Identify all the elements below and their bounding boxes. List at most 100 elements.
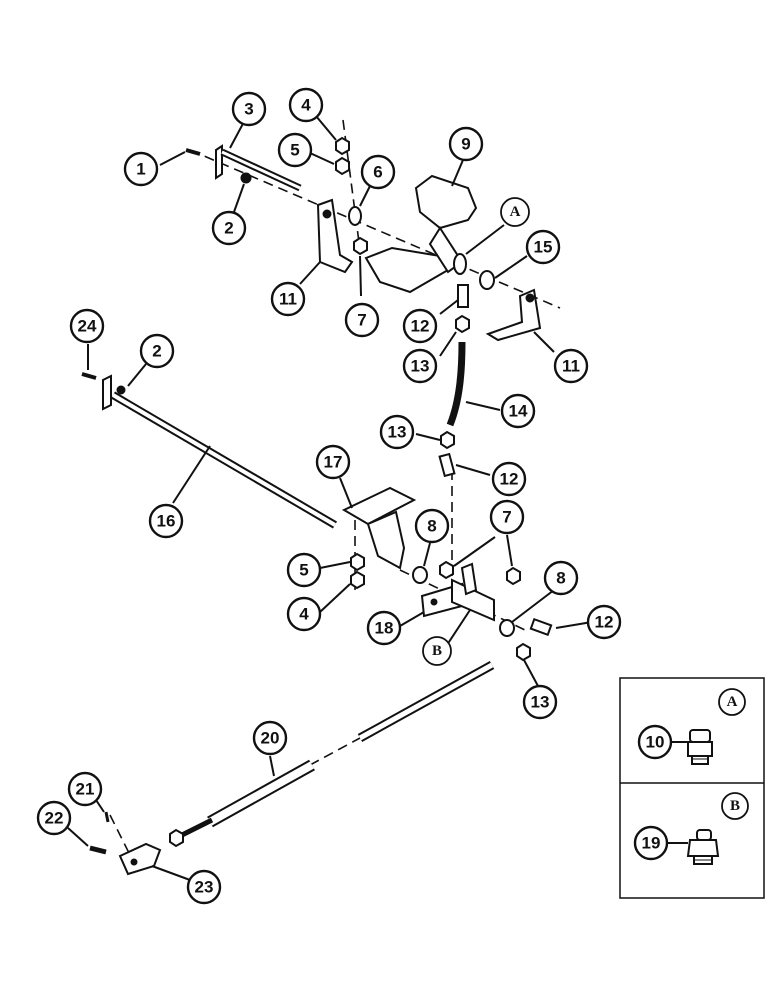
lever-18 — [420, 562, 495, 622]
svg-text:13: 13 — [531, 693, 550, 712]
callout-13-top: 13 — [402, 348, 438, 384]
svg-text:23: 23 — [195, 878, 214, 897]
leader-lines — [67, 115, 593, 881]
inset-detail-box: A 10 B 19 — [619, 677, 765, 899]
bushing-8-left — [412, 566, 428, 584]
yoke-23 — [118, 842, 162, 876]
nut-rod-end — [169, 828, 184, 848]
callout-15: 15 — [525, 229, 561, 265]
callout-8-left: 8 — [414, 508, 450, 544]
callout-9: 9 — [448, 126, 484, 162]
callout-20: 20 — [252, 720, 288, 756]
callout-7-top: 7 — [344, 302, 380, 338]
svg-text:6: 6 — [373, 163, 382, 182]
cross-shaft-16 — [102, 374, 338, 529]
nut-7-left — [439, 560, 454, 580]
callout-4-lower: 4 — [286, 596, 322, 632]
svg-text:17: 17 — [324, 453, 343, 472]
callout-7-right: 7 — [489, 499, 525, 535]
callout-2-top: 2 — [211, 210, 247, 246]
callout-12-top: 12 — [402, 308, 438, 344]
svg-text:14: 14 — [509, 402, 528, 421]
svg-text:2: 2 — [152, 342, 161, 361]
pedal-9 — [364, 174, 478, 294]
svg-text:9: 9 — [461, 135, 470, 154]
clevis-12-top — [457, 284, 469, 308]
clevis-12-lower — [529, 617, 553, 637]
svg-text:21: 21 — [76, 780, 95, 799]
nut-7-right — [506, 566, 521, 586]
nut-13-lower — [516, 642, 531, 662]
clevis-12-mid — [438, 452, 456, 478]
pin-22 — [89, 845, 107, 855]
svg-text:18: 18 — [375, 619, 394, 638]
grease-fitting-19 — [667, 829, 720, 865]
svg-text:13: 13 — [388, 423, 407, 442]
svg-text:4: 4 — [299, 605, 309, 624]
callout-11-right: 11 — [553, 348, 589, 384]
grease-fitting-10 — [671, 729, 713, 765]
nut-13-top — [455, 314, 470, 334]
bracket-11-left — [316, 198, 354, 274]
svg-text:3: 3 — [244, 100, 253, 119]
svg-text:11: 11 — [279, 290, 297, 309]
bracket-17 — [341, 486, 417, 570]
rod-20 — [178, 661, 495, 839]
svg-text:16: 16 — [157, 512, 176, 531]
callout-5-lower: 5 — [286, 552, 322, 588]
svg-text:A: A — [727, 694, 738, 710]
svg-text:13: 13 — [411, 357, 430, 376]
svg-text:10: 10 — [646, 733, 665, 752]
callout-1: 1 — [123, 151, 159, 187]
inset-callout-10: 10 — [637, 724, 673, 760]
callout-21: 21 — [67, 771, 103, 807]
callout-12-lower: 12 — [586, 604, 622, 640]
link-rod-14 — [446, 341, 466, 427]
callout-5-top: 5 — [277, 132, 313, 168]
svg-text:7: 7 — [357, 311, 366, 330]
inset-label-a: A — [718, 688, 746, 716]
bushing-8-right — [499, 619, 515, 637]
bolt-24 — [81, 372, 97, 380]
nut-4-lower — [350, 570, 365, 590]
callout-6: 6 — [360, 154, 396, 190]
callout-4-top: 4 — [288, 87, 324, 123]
callout-3: 3 — [231, 91, 267, 127]
bracket-11-right — [485, 288, 542, 342]
svg-text:19: 19 — [642, 834, 661, 853]
washer-6 — [348, 206, 362, 226]
callout-18: 18 — [366, 610, 402, 646]
svg-text:24: 24 — [78, 317, 97, 336]
nut-5-lower — [350, 552, 365, 572]
inset-callout-19: 19 — [633, 825, 669, 861]
callout-8-right: 8 — [543, 560, 579, 596]
svg-text:A: A — [510, 204, 521, 220]
callout-23: 23 — [186, 869, 222, 905]
inset-label-b: B — [721, 792, 749, 820]
callout-11-left: 11 — [270, 281, 306, 317]
svg-text:5: 5 — [299, 561, 308, 580]
svg-text:12: 12 — [500, 470, 519, 489]
callout-13-lower: 13 — [522, 684, 558, 720]
svg-text:22: 22 — [45, 809, 64, 828]
svg-text:5: 5 — [290, 141, 299, 160]
callout-16: 16 — [148, 503, 184, 539]
callout-13-mid: 13 — [379, 414, 415, 450]
nut-7-top — [353, 236, 368, 256]
svg-text:7: 7 — [502, 508, 511, 527]
svg-text:B: B — [432, 643, 442, 659]
nut-4-top — [335, 136, 350, 176]
svg-text:11: 11 — [562, 357, 580, 376]
svg-text:15: 15 — [534, 238, 553, 257]
callout-14: 14 — [500, 393, 536, 429]
svg-text:1: 1 — [136, 160, 145, 179]
label-a-main: A — [500, 197, 530, 227]
svg-text:8: 8 — [556, 569, 565, 588]
pivot-pin-3 — [215, 144, 302, 192]
callout-2-left: 2 — [139, 333, 175, 369]
pin-21 — [104, 811, 110, 823]
nut-13-mid — [440, 430, 455, 450]
svg-text:20: 20 — [261, 729, 280, 748]
callout-22: 22 — [36, 800, 72, 836]
